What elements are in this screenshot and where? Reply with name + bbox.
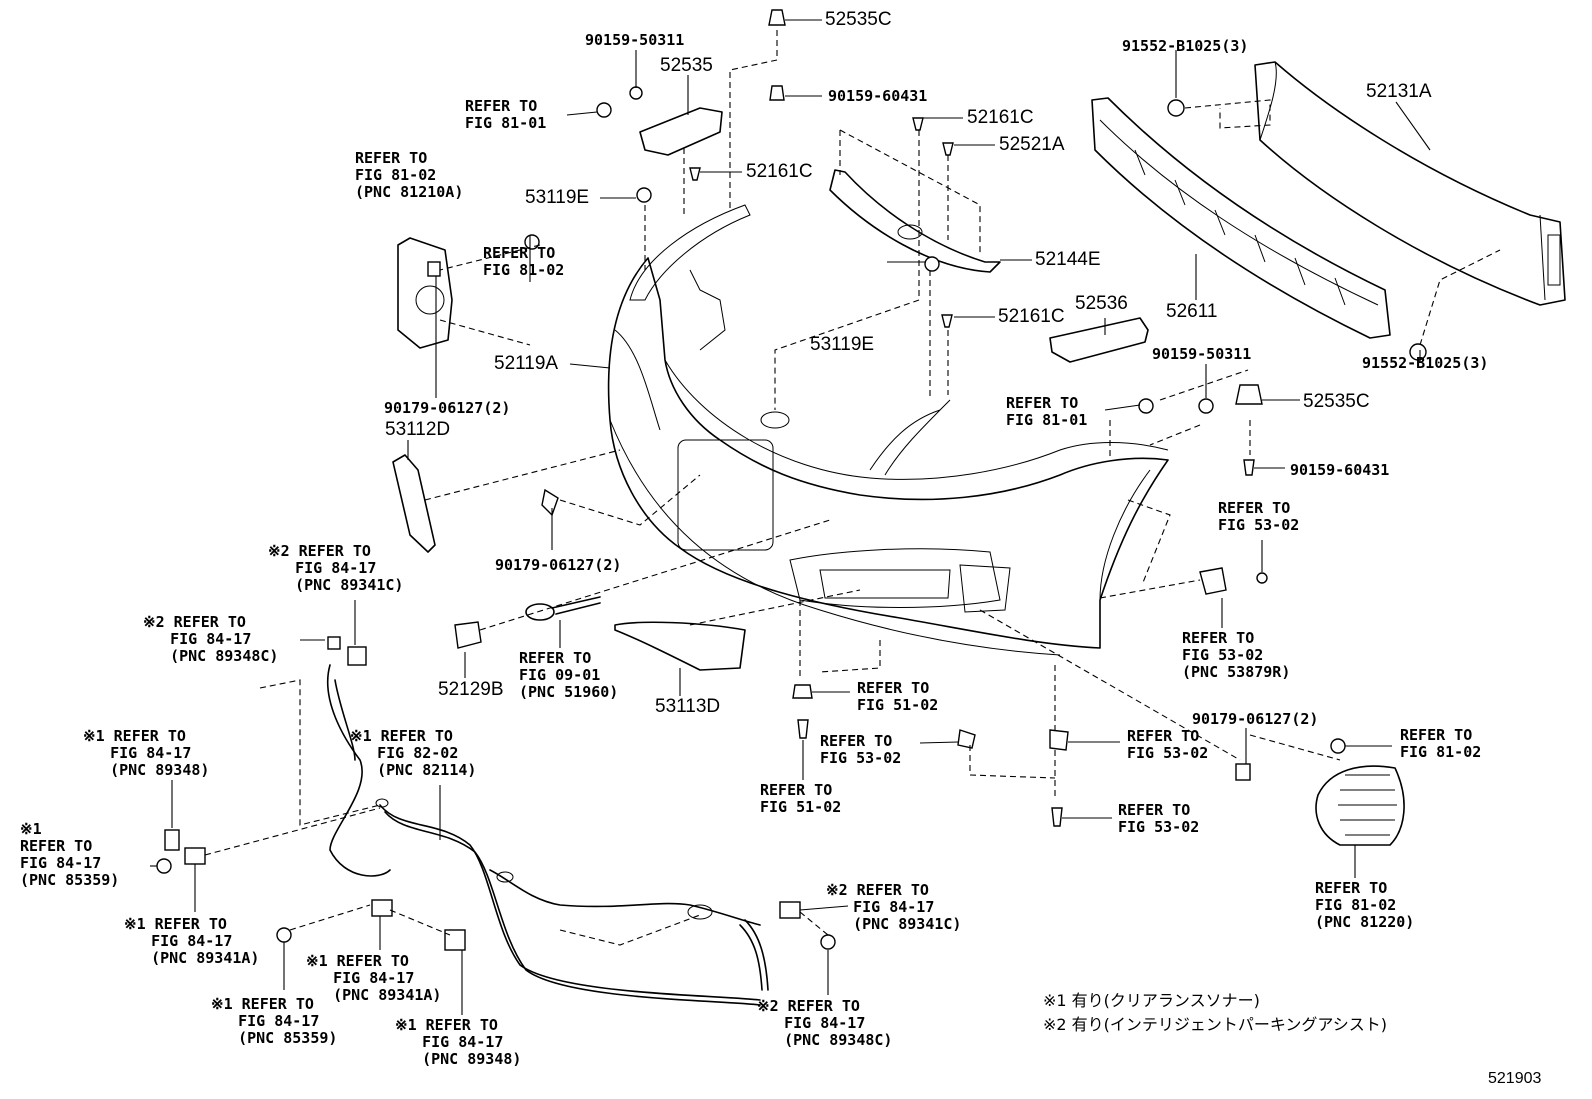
refer-fig-82-02-pnc-82114: ※1 REFER TO FIG 82-02 (PNC 82114) — [350, 727, 477, 779]
refer-fig-53-02-top: REFER TO FIG 53-02 — [1218, 499, 1300, 534]
refer-fig-84-17-pnc-85359-bottom: ※1 REFER TO FIG 84-17 (PNC 85359) — [211, 995, 338, 1047]
part-number-53112D: 53112D — [385, 419, 451, 440]
upper-seal — [829, 169, 1001, 273]
part-number-52535C-right: 52535C — [1303, 391, 1370, 412]
bumper-energy-absorber — [1091, 97, 1391, 339]
grille-cover — [614, 621, 746, 671]
refer-fig-81-02-right: REFER TO FIG 81-02 — [1400, 726, 1482, 761]
refer-fig-84-17-pnc-85359-left: ※1 REFER TO FIG 84-17 (PNC 85359) — [20, 820, 120, 889]
refer-fig-81-02-pnc-81210A: REFER TO FIG 81-02 (PNC 81210A) — [355, 149, 464, 201]
part-number-90179-06127-center: 90179-06127(2) — [495, 556, 622, 574]
legend-note-1: ※1 有り(クリアランスソナー) — [1043, 991, 1260, 1010]
bumper-hole-cover — [454, 621, 482, 649]
leader-lines — [150, 19, 1431, 1015]
refer-fig-84-17-pnc-89348C-bottom: ※2 REFER TO FIG 84-17 (PNC 89348C) — [757, 997, 893, 1049]
refer-fig-81-01-right: REFER TO FIG 81-01 — [1006, 394, 1088, 429]
refer-fig-53-02-center: REFER TO FIG 53-02 — [820, 732, 902, 767]
part-number-90179-06127-left: 90179-06127(2) — [384, 399, 511, 417]
refer-fig-84-17-pnc-89341C-right: ※2 REFER TO FIG 84-17 (PNC 89341C) — [826, 881, 962, 933]
part-number-90159-50311-top: 90159-50311 — [585, 31, 685, 49]
part-number-53119E-mid: 53119E — [810, 334, 875, 355]
part-number-52521A: 52521A — [999, 134, 1065, 155]
part-number-52131A: 52131A — [1366, 81, 1432, 102]
refer-fig-84-17-pnc-89341A-left: ※1 REFER TO FIG 84-17 (PNC 89341A) — [124, 915, 260, 967]
part-number-52611: 52611 — [1166, 301, 1218, 322]
part-number-90159-50311-right: 90159-50311 — [1152, 345, 1252, 363]
part-number-52536: 52536 — [1075, 293, 1128, 314]
wire-harness — [326, 664, 769, 1006]
refer-fig-81-01-top: REFER TO FIG 81-01 — [465, 97, 547, 132]
part-number-91552-B1025-top: 91552-B1025(3) — [1122, 37, 1249, 55]
fog-lamp-right — [1315, 765, 1405, 846]
part-number-52119A: 52119A — [494, 353, 559, 374]
bumper-side-cover-left — [392, 454, 436, 553]
part-number-52535: 52535 — [660, 55, 713, 76]
refer-fig-84-17-pnc-89348C-left: ※2 REFER TO FIG 84-17 (PNC 89348C) — [143, 613, 279, 665]
part-number-52161C-a: 52161C — [967, 107, 1034, 128]
refer-fig-51-02-a: REFER TO FIG 51-02 — [857, 679, 939, 714]
refer-fig-84-17-pnc-89348-bottom: ※1 REFER TO FIG 84-17 (PNC 89348) — [395, 1016, 522, 1068]
part-number-90179-06127-right: 90179-06127(2) — [1192, 710, 1319, 728]
part-number-91552-B1025-bottom: 91552-B1025(3) — [1362, 354, 1489, 372]
bumper-bracket-right — [1049, 317, 1149, 363]
refer-fig-53-02-right: REFER TO FIG 53-02 — [1127, 727, 1209, 762]
towing-eye — [525, 596, 601, 621]
refer-fig-53-02-lower: REFER TO FIG 53-02 — [1118, 801, 1200, 836]
part-number-52129B: 52129B — [438, 679, 504, 700]
bumper-reinforcement — [1254, 61, 1566, 306]
part-number-53119E-top: 53119E — [525, 187, 590, 208]
legend-note-2: ※2 有り(インテリジェントパーキングアシスト) — [1043, 1015, 1388, 1034]
fog-lamp-left — [397, 237, 453, 349]
part-number-52535C-top: 52535C — [825, 9, 892, 30]
refer-fig-53-02-pnc-53879R: REFER TO FIG 53-02 (PNC 53879R) — [1182, 629, 1291, 681]
fasteners — [156, 9, 1427, 951]
part-number-52144E: 52144E — [1035, 249, 1101, 270]
refer-fig-84-17-pnc-89341A-center: ※1 REFER TO FIG 84-17 (PNC 89341A) — [306, 952, 442, 1004]
refer-fig-81-02-mid: REFER TO FIG 81-02 — [483, 244, 565, 279]
part-number-53113D: 53113D — [655, 696, 721, 717]
refer-fig-09-01-pnc-51960: REFER TO FIG 09-01 (PNC 51960) — [519, 649, 619, 701]
refer-fig-84-17-pnc-89348: ※1 REFER TO FIG 84-17 (PNC 89348) — [83, 727, 210, 779]
refer-fig-51-02-b: REFER TO FIG 51-02 — [760, 781, 842, 816]
bumper-bracket-left — [639, 107, 723, 156]
bumper-cover — [607, 204, 1169, 656]
part-number-52161C-b: 52161C — [746, 161, 813, 182]
refer-fig-84-17-pnc-89341C-top: ※2 REFER TO FIG 84-17 (PNC 89341C) — [268, 542, 404, 594]
part-number-90159-60431-top: 90159-60431 — [828, 87, 928, 105]
part-number-52161C-c: 52161C — [998, 306, 1065, 327]
part-number-90159-60431-right: 90159-60431 — [1290, 461, 1390, 479]
figure-number: 521903 — [1488, 1070, 1542, 1087]
refer-fig-81-02-pnc-81220: REFER TO FIG 81-02 (PNC 81220) — [1315, 879, 1415, 931]
assembly-lines — [204, 30, 1501, 946]
